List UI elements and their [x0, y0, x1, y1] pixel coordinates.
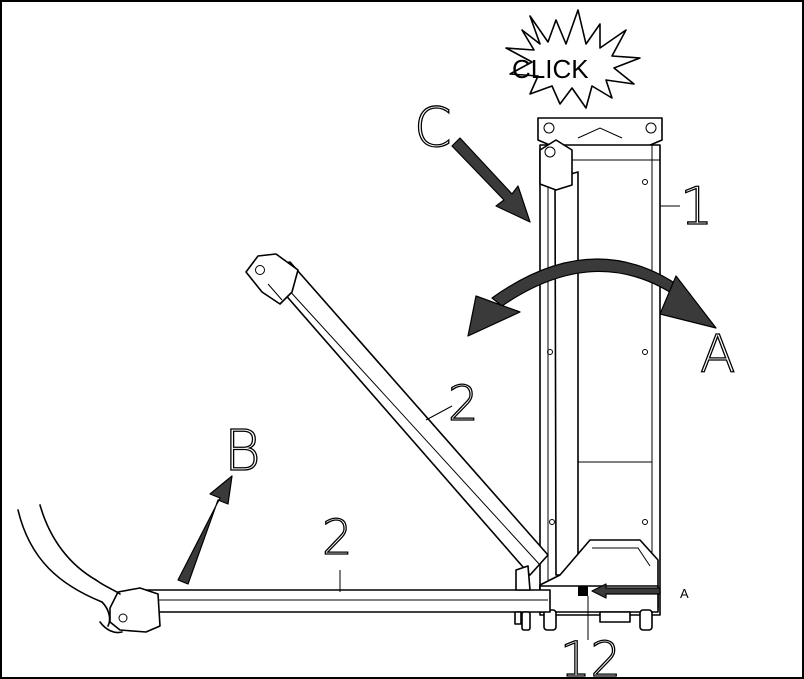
label-part-12: 12: [560, 632, 621, 679]
leader-lines: [339, 205, 680, 640]
curved-arrow-a: [467, 258, 717, 337]
raised-deck: [245, 253, 549, 576]
arrow-b: [177, 475, 233, 585]
label-part-2-lower: 2: [322, 510, 353, 566]
label-a-small: A: [680, 586, 689, 601]
upright-frame: [537, 117, 663, 631]
label-a-large: A: [700, 325, 736, 385]
label-b: B: [224, 419, 261, 484]
click-starburst: CLICK: [505, 9, 641, 109]
label-part-2-upper: 2: [448, 376, 479, 432]
label-c: C: [414, 96, 452, 159]
hand-illustration: [17, 504, 123, 634]
arrow-a-small: [591, 583, 661, 599]
click-label: CLICK: [512, 54, 589, 84]
arrow-c: [451, 137, 531, 223]
lowered-deck: [109, 565, 551, 633]
label-part-1: 1: [680, 177, 713, 237]
